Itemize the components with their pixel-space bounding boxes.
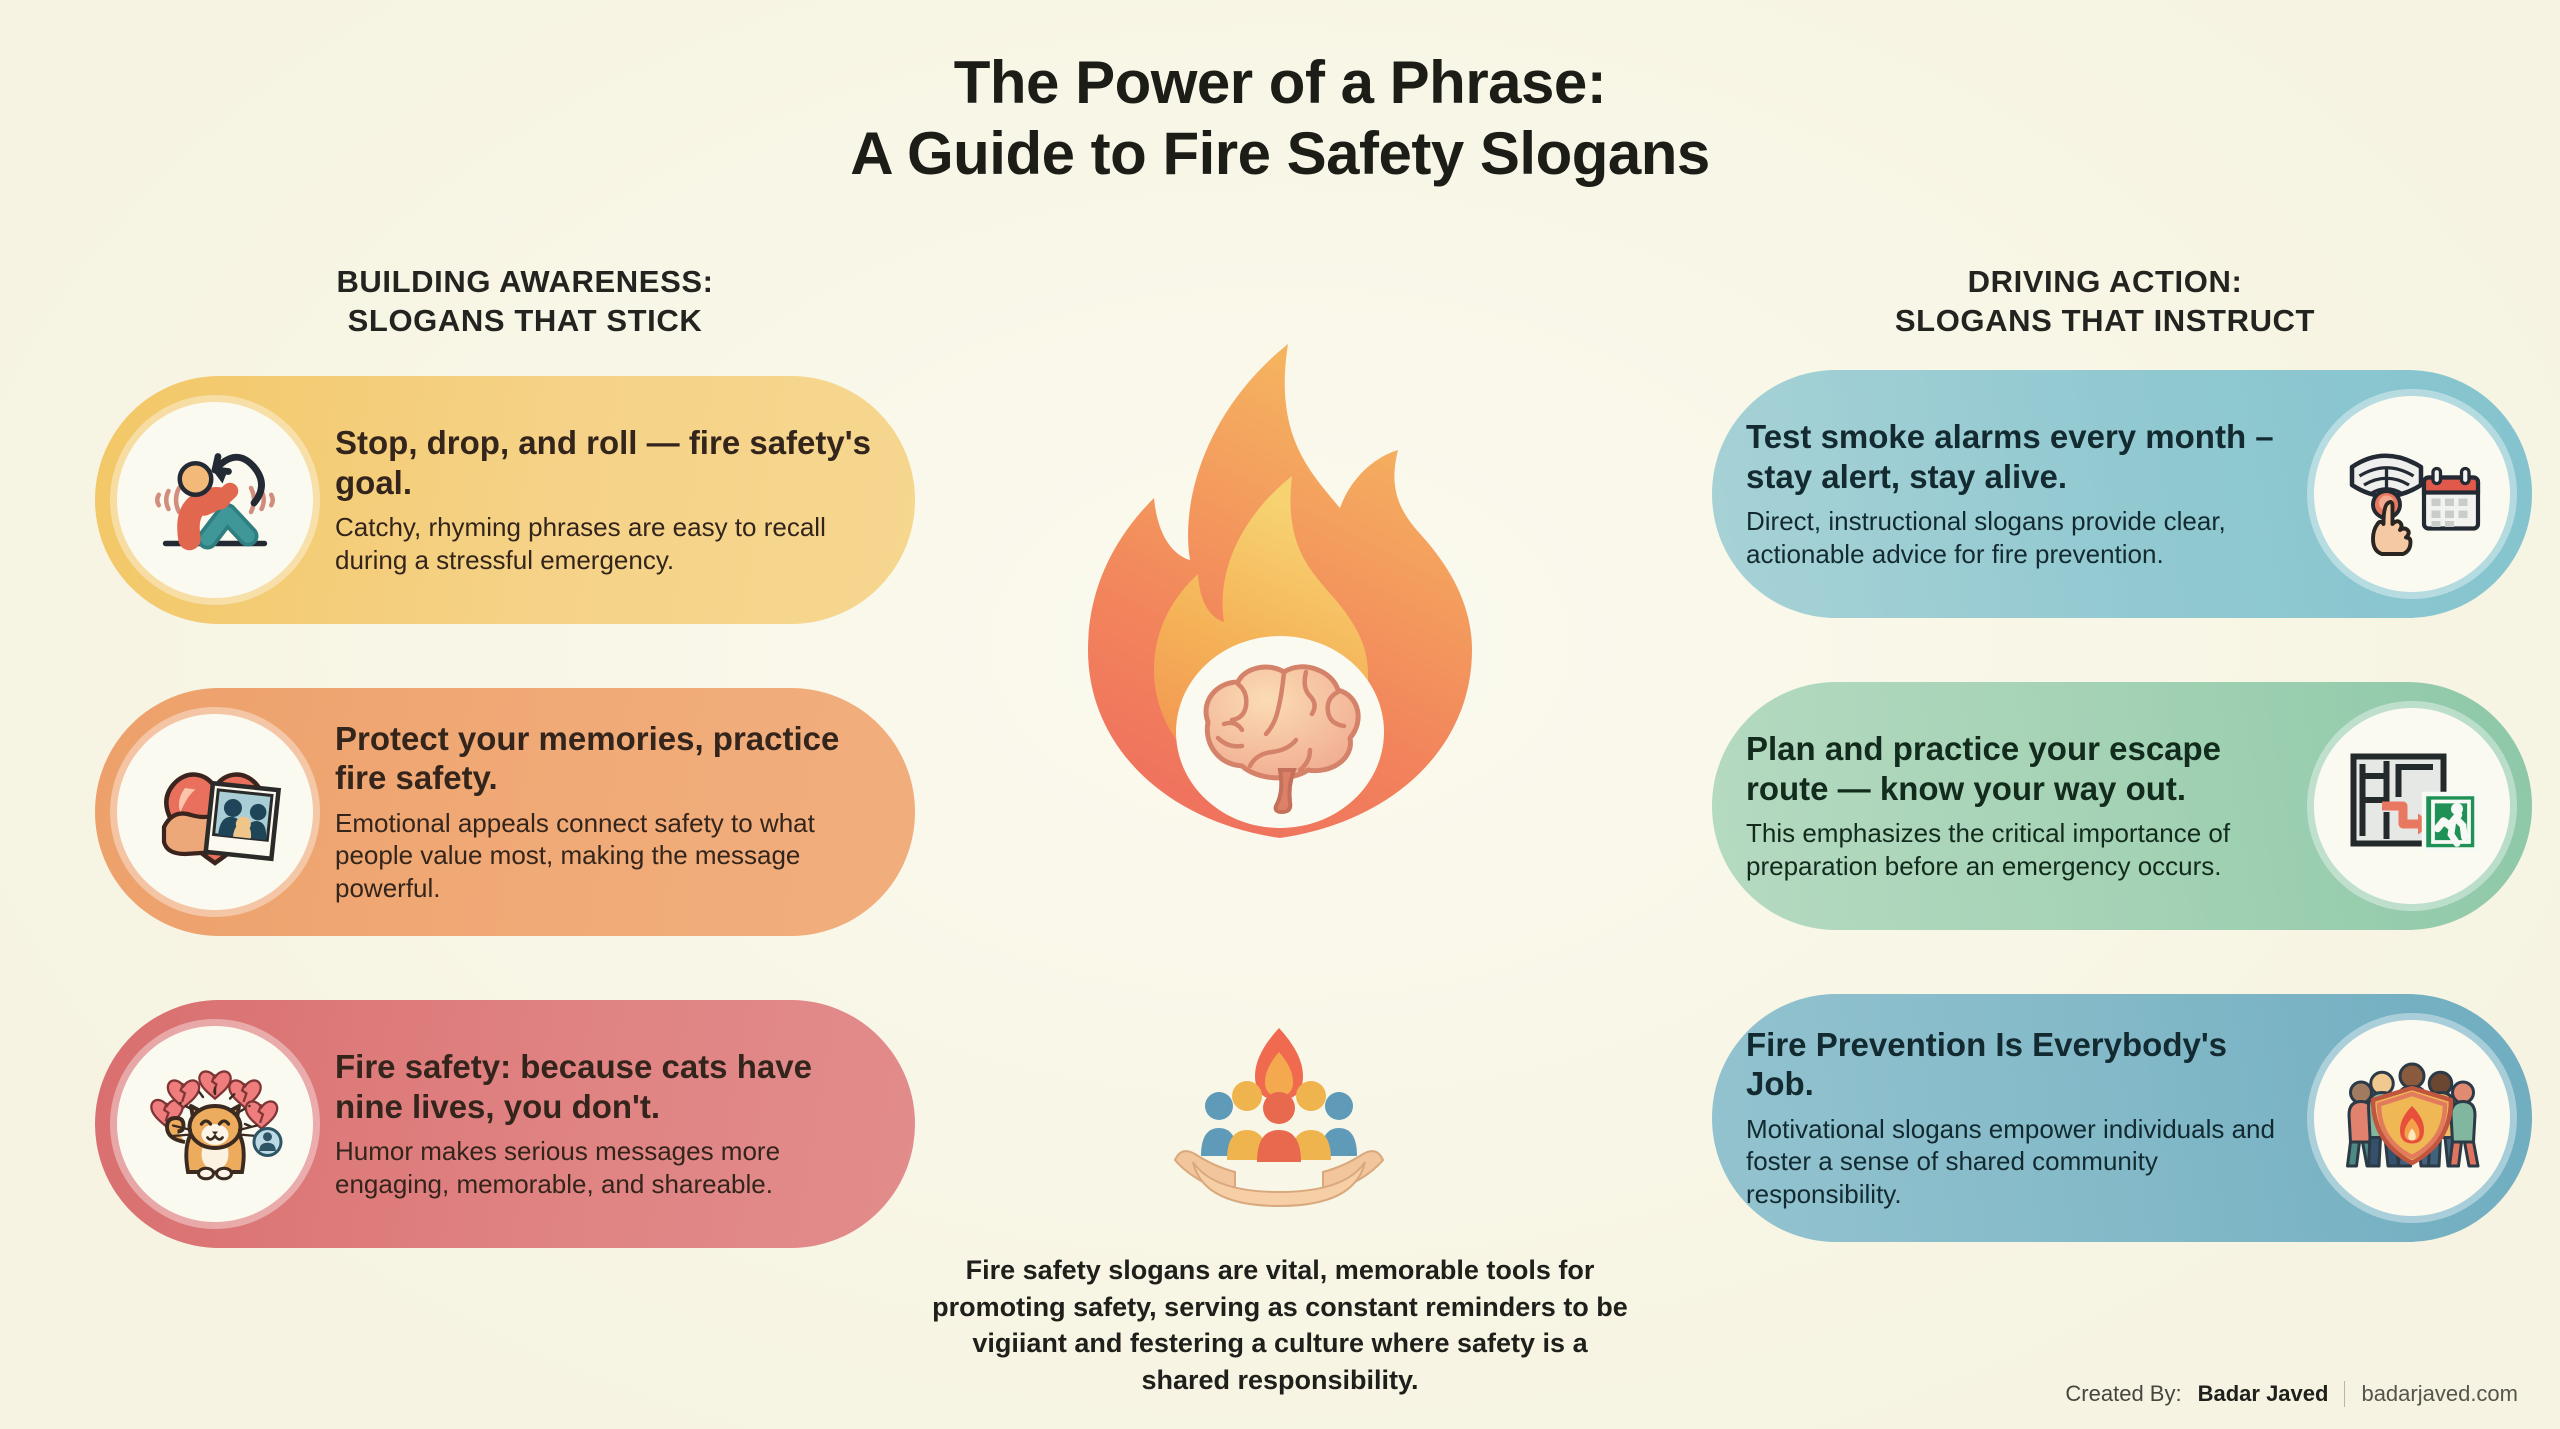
card-slogan: Test smoke alarms every month – stay ale… <box>1746 418 2274 495</box>
card-text: Protect your memories, practice fire saf… <box>335 719 915 905</box>
card-slogan: Fire safety: because cats have nine live… <box>335 1048 812 1125</box>
title-line-1: The Power of a Phrase: <box>953 49 1607 116</box>
footer-credit: Created By: Badar Javed badarjaved.com <box>2065 1381 2518 1407</box>
footer-website[interactable]: badarjaved.com <box>2361 1381 2518 1406</box>
hands-community-flame-icon <box>1145 1010 1413 1245</box>
card-description: Humor makes serious messages more engagi… <box>335 1136 781 1199</box>
cat-hearts-icon <box>117 1026 313 1222</box>
card-description: Emotional appeals connect safety to what… <box>335 807 815 904</box>
community-shield-icon <box>2314 1020 2510 1216</box>
card-slogan: Protect your memories, practice fire saf… <box>335 720 840 797</box>
slogan-card-action-1[interactable]: Test smoke alarms every month – stay ale… <box>1712 370 2532 618</box>
slogan-card-action-2[interactable]: Plan and practice your escape route — kn… <box>1712 682 2532 930</box>
slogan-card-awareness-1[interactable]: Stop, drop, and roll — fire safety's goa… <box>95 376 915 624</box>
heart-photo-icon <box>117 714 313 910</box>
card-description: Motivational slogans empower individuals… <box>1746 1113 2275 1210</box>
center-caption: Fire safety slogans are vital, memorable… <box>932 1255 1628 1396</box>
card-text: Plan and practice your escape route — kn… <box>1712 729 2292 882</box>
slogan-card-awareness-3[interactable]: Fire safety: because cats have nine live… <box>95 1000 915 1248</box>
card-text: Fire Prevention Is Everybody's Job. Moti… <box>1712 1025 2292 1211</box>
page-title: The Power of a Phrase: A Guide to Fire S… <box>0 48 2560 190</box>
escape-route-exit-icon <box>2314 708 2510 904</box>
smoke-alarm-calendar-icon <box>2314 396 2510 592</box>
footer-author: Badar Javed <box>2197 1381 2329 1406</box>
card-description: This emphasizes the critical importance … <box>1746 818 2231 881</box>
card-text: Fire safety: because cats have nine live… <box>335 1047 915 1200</box>
card-text: Test smoke alarms every month – stay ale… <box>1712 417 2292 570</box>
card-slogan: Plan and practice your escape route — kn… <box>1746 730 2222 807</box>
flame-brain-icon <box>1050 330 1510 890</box>
card-description: Catchy, rhyming phrases are easy to reca… <box>335 512 826 575</box>
card-text: Stop, drop, and roll — fire safety's goa… <box>335 423 915 576</box>
slogan-card-action-3[interactable]: Fire Prevention Is Everybody's Job. Moti… <box>1712 994 2532 1242</box>
right-column-header-line-1: Driving Action: <box>1967 264 2243 299</box>
right-column-header: Driving Action: Slogans That Instruct <box>1690 262 2520 340</box>
left-column-header: Building Awareness: Slogans That Stick <box>110 262 940 340</box>
card-slogan: Fire Prevention Is Everybody's Job. <box>1746 1026 2228 1103</box>
card-slogan: Stop, drop, and roll — fire safety's goa… <box>335 424 871 501</box>
right-column-header-line-2: Slogans That Instruct <box>1894 303 2316 339</box>
footer-divider <box>2344 1381 2346 1407</box>
stop-drop-roll-icon <box>117 402 313 598</box>
left-column-header-line-1: Building Awareness: <box>336 264 714 299</box>
card-description: Direct, instructional slogans provide cl… <box>1746 506 2226 569</box>
title-line-2: A Guide to Fire Safety Slogans <box>850 119 1710 187</box>
footer-created-label: Created By: <box>2065 1381 2182 1406</box>
slogan-card-awareness-2[interactable]: Protect your memories, practice fire saf… <box>95 688 915 936</box>
left-column-header-line-2: Slogans That Stick <box>347 303 703 339</box>
